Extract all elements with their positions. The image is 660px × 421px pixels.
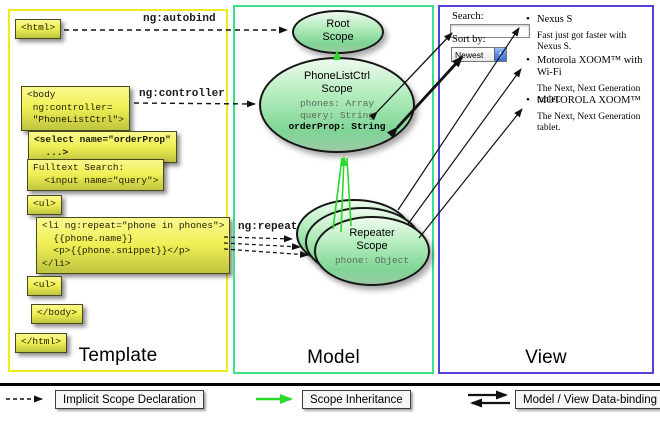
repeater-scope-prop: phone: Object <box>334 255 410 266</box>
repeater-scope-title: Repeater Scope <box>349 227 395 252</box>
phonelistctrl-scope-props: phones: Array query: String orderProp: S… <box>261 98 413 133</box>
legend-separator <box>0 383 660 386</box>
bullet-icon: • <box>526 54 530 66</box>
phone-item-desc: The Next, Next Generation tablet. <box>537 84 641 105</box>
ng-repeat-label: ng:repeat <box>238 221 298 233</box>
code-box-li-repeat: <li ng:repeat="phone in phones"> {{phone… <box>36 217 231 274</box>
code-box-html-close: </html> <box>15 333 67 353</box>
model-panel-label: Model <box>307 347 360 368</box>
prop-query: query: String <box>299 109 375 121</box>
ng-controller-label: ng:controller <box>139 88 225 100</box>
root-scope-ellipse: Root Scope <box>292 10 384 54</box>
phone-item-title: •Nexus S <box>526 13 573 25</box>
prop-phones: phones: Array <box>299 98 375 109</box>
bullet-icon: • <box>526 13 530 25</box>
legend-implicit-scope: Implicit Scope Declaration <box>55 390 204 409</box>
sort-dropdown-value: Newest <box>455 49 484 60</box>
code-box-body-close: </body> <box>31 304 83 324</box>
phonelistctrl-scope-ellipse: PhoneListCtrl Scope phones: Array query:… <box>259 57 415 153</box>
ng-autobind-label: ng:autobind <box>143 13 216 25</box>
phone-item-title: •MOTOROLA XOOM™ <box>526 94 641 106</box>
phone-item-desc: The Next, Next Generation tablet. <box>537 112 641 133</box>
phone-list-item: •Nexus S Fast just got faster with Nexus… <box>525 13 651 53</box>
legend-model-view-databinding: Model / View Data-binding <box>515 390 660 409</box>
sort-dropdown-stepper-icon: ▲▼ <box>494 48 506 61</box>
phone-list-item: •Motorola XOOM™ with Wi-Fi The Next, Nex… <box>525 54 651 106</box>
phone-item-title: •Motorola XOOM™ with Wi-Fi <box>526 54 643 78</box>
repeater-scope-ellipse-front: Repeater Scope phone: Object <box>314 216 430 286</box>
template-panel-label: Template <box>78 345 158 366</box>
root-scope-title: Root Scope <box>322 18 354 43</box>
phonelistctrl-scope-title: PhoneListCtrl Scope <box>303 70 371 95</box>
code-box-fulltext-search: Fulltext Search: <input name="query"> <box>27 159 165 191</box>
phone-item-desc: Fast just got faster with Nexus S. <box>537 31 627 52</box>
code-box-html-open: <html> <box>15 19 62 39</box>
search-label: Search: <box>452 11 484 22</box>
view-panel-label: View <box>525 347 567 368</box>
code-box-ul-open-2: <ul> <box>27 276 62 296</box>
code-box-ul-open: <ul> <box>27 195 62 215</box>
bullet-icon: • <box>526 94 530 106</box>
sort-dropdown[interactable]: Newest ▲▼ <box>451 47 507 62</box>
prop-orderprop: orderProp: String <box>288 121 386 132</box>
sort-by-label: Sort by: <box>452 34 486 45</box>
phone-list-item: •MOTOROLA XOOM™ The Next, Next Generatio… <box>525 94 651 134</box>
code-box-body-open: <body ng:controller= "PhoneListCtrl"> <box>21 86 130 131</box>
legend-scope-inheritance: Scope Inheritance <box>302 390 411 409</box>
